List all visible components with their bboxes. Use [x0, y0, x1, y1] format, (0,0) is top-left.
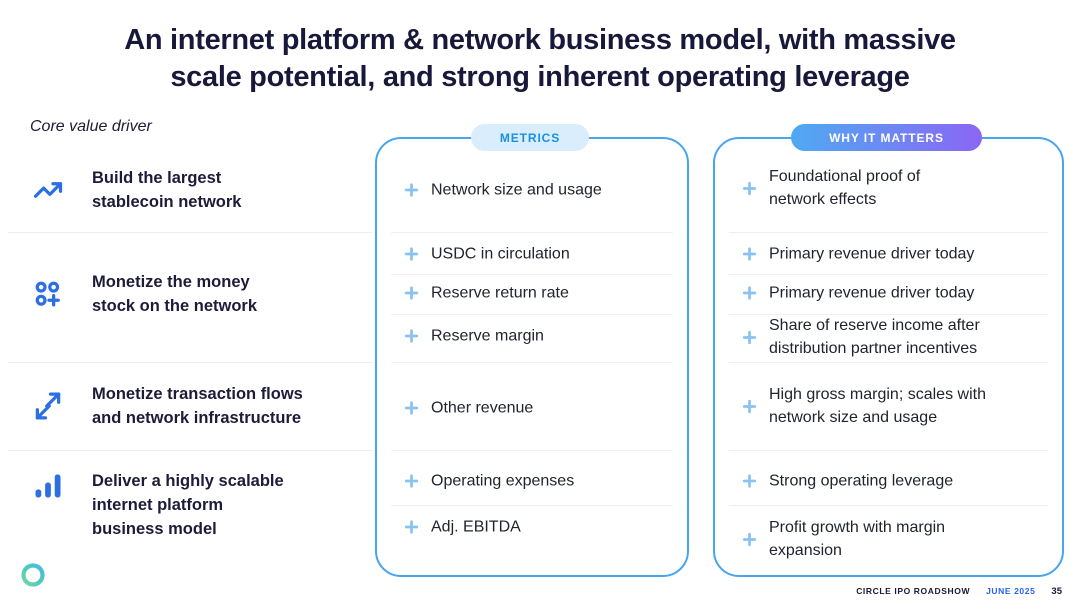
bar-chart-icon	[33, 470, 63, 500]
metric-item: Network size and usage	[403, 179, 602, 202]
plus-icon	[742, 181, 757, 195]
why-it-matters-column: Foundational proof of network effects Pr…	[713, 137, 1064, 577]
slide-footer: CIRCLE IPO ROADSHOW JUNE 2025 35	[856, 586, 1062, 597]
why-item-label: Strong operating leverage	[769, 472, 954, 490]
why-item-label: Share of reserve income after distributi…	[769, 317, 980, 357]
item-divider	[391, 505, 673, 506]
driver-label: Build the largest stablecoin network	[92, 169, 242, 211]
page-title: An internet platform & network business …	[0, 22, 1080, 96]
plus-icon	[742, 330, 757, 344]
row-divider	[8, 362, 372, 363]
footer-page-number: 35	[1051, 586, 1062, 597]
page-title-line-1: An internet platform & network business …	[124, 24, 956, 56]
metric-item: Other revenue	[403, 397, 533, 420]
item-divider	[729, 314, 1048, 315]
footer-date: JUNE 2025	[986, 586, 1036, 596]
money-stock-icon	[33, 279, 63, 309]
metric-item: Reserve return rate	[403, 282, 569, 305]
metrics-column: Network size and usage USDC in circulati…	[375, 137, 689, 577]
plus-icon	[404, 329, 419, 343]
metric-item-label: Network size and usage	[431, 181, 602, 199]
metric-item: USDC in circulation	[403, 243, 570, 266]
driver-label: Deliver a highly scalable internet platf…	[92, 472, 284, 538]
plus-icon	[742, 532, 757, 546]
trend-up-icon	[33, 175, 63, 205]
metric-item-label: Other revenue	[431, 399, 534, 417]
metric-item: Operating expenses	[403, 470, 574, 493]
why-item: Primary revenue driver today	[741, 243, 974, 266]
why-item: Primary revenue driver today	[741, 282, 974, 305]
item-divider	[729, 274, 1048, 275]
footer-roadshow-label: CIRCLE IPO ROADSHOW	[856, 586, 971, 596]
plus-icon	[742, 286, 757, 300]
transaction-flows-icon	[33, 391, 63, 421]
why-item-label: Primary revenue driver today	[769, 284, 975, 302]
metric-item-label: Reserve margin	[431, 327, 544, 345]
plus-icon	[742, 247, 757, 261]
driver-label: Monetize the money stock on the network	[92, 273, 258, 315]
metric-item-label: Reserve return rate	[431, 284, 569, 302]
item-divider	[391, 232, 673, 233]
why-item-label: Profit growth with margin expansion	[769, 519, 946, 559]
item-divider	[729, 505, 1048, 506]
plus-icon	[742, 399, 757, 413]
item-divider	[391, 274, 673, 275]
metric-item: Adj. EBITDA	[403, 516, 521, 539]
item-divider	[729, 362, 1048, 363]
metric-item-label: Operating expenses	[431, 472, 575, 490]
row-divider	[8, 232, 372, 233]
why-item-label: Foundational proof of network effects	[769, 168, 921, 208]
page-title-line-2: scale potential, and strong inherent ope…	[170, 61, 910, 93]
plus-icon	[404, 183, 419, 197]
item-divider	[729, 232, 1048, 233]
why-item-label: High gross margin; scales with network s…	[769, 386, 986, 426]
item-divider	[391, 314, 673, 315]
why-item-label: Primary revenue driver today	[769, 245, 975, 263]
plus-icon	[404, 520, 419, 534]
metric-item-label: Adj. EBITDA	[431, 518, 521, 536]
metric-item: Reserve margin	[403, 325, 544, 348]
core-value-driver-label: Core value driver	[30, 118, 152, 135]
why-item: Strong operating leverage	[741, 470, 953, 493]
plus-icon	[404, 401, 419, 415]
plus-icon	[742, 474, 757, 488]
metric-item-label: USDC in circulation	[431, 245, 570, 263]
plus-icon	[404, 247, 419, 261]
metrics-header-pill: METRICS	[471, 124, 589, 151]
circle-logo	[18, 560, 48, 590]
item-divider	[729, 450, 1048, 451]
plus-icon	[404, 286, 419, 300]
why-item: High gross margin; scales with network s…	[741, 383, 989, 429]
plus-icon	[404, 474, 419, 488]
why-item: Share of reserve income after distributi…	[741, 314, 1034, 360]
item-divider	[391, 362, 673, 363]
item-divider	[391, 450, 673, 451]
why-item: Foundational proof of network effects	[741, 165, 954, 211]
row-divider	[8, 450, 372, 451]
why-it-matters-header-pill: WHY IT MATTERS	[791, 124, 982, 151]
driver-label: Monetize transaction flows and network i…	[92, 385, 303, 427]
why-item: Profit growth with margin expansion	[741, 516, 984, 562]
